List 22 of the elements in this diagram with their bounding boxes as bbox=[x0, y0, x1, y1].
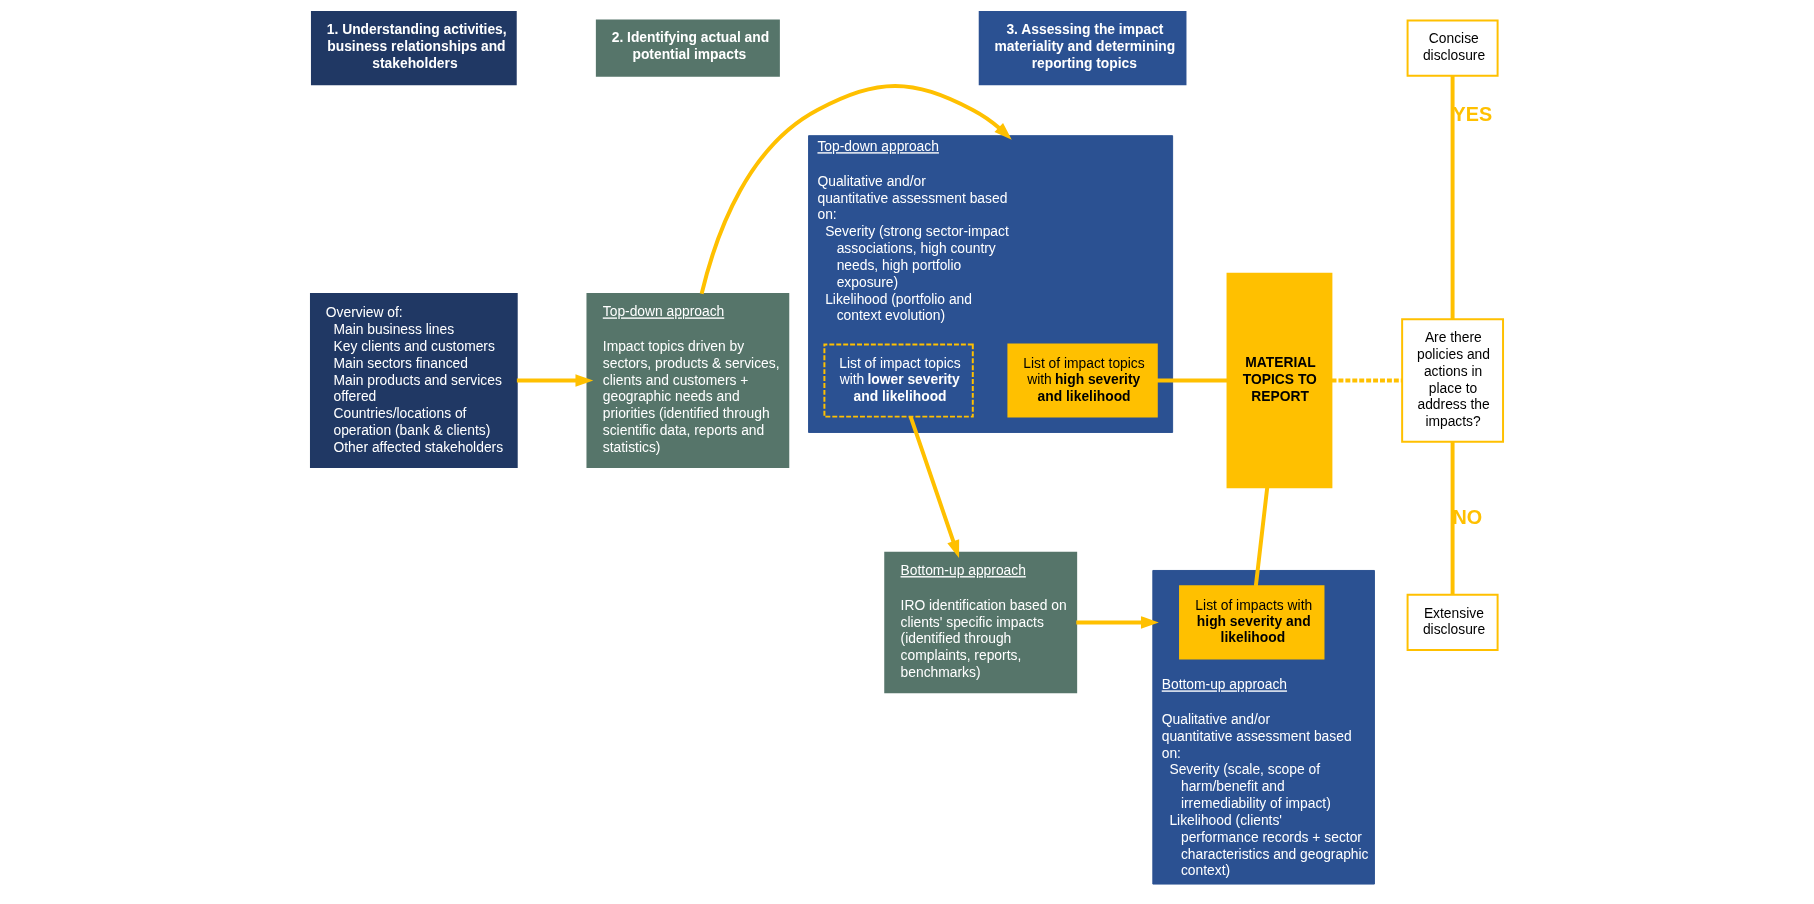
node-box: Extensive disclosure bbox=[1406, 593, 1499, 652]
node-box: MATERIAL TOPICS TO REPORT bbox=[1226, 272, 1333, 489]
node-box: Bottom-up approach IRO identification based on clients' specific impacts (identified through complaints, reports, benchmarks) bbox=[884, 551, 1078, 694]
node-box: List of impact topics with lower severity and likelihood bbox=[823, 343, 974, 418]
node-box: Are there policies and actions in place to address the impacts? bbox=[1401, 318, 1505, 443]
node-box: 3. Assessing the impact materiality and determining reporting topics bbox=[978, 11, 1187, 86]
node-box: Concise disclosure bbox=[1406, 19, 1499, 77]
node-box: List of impacts with high severity and likelihood bbox=[1179, 585, 1325, 660]
connector bbox=[1156, 378, 1228, 383]
connector bbox=[1331, 378, 1402, 383]
connector bbox=[1450, 442, 1455, 595]
node-box: 1. Understanding activities, business relationships and stakeholders bbox=[310, 11, 517, 86]
node-box: Overview of: Main business lines Key clients and customers Main sectors financed Main products and services offered Countries/locations of operation (bank & clients) Other affected stakeholders bbox=[309, 292, 518, 469]
connector bbox=[1450, 75, 1455, 320]
connector bbox=[1253, 487, 1270, 587]
arrow bbox=[1076, 616, 1159, 629]
node-box: Top-down approach Impact topics driven by sectors, products & services, clients and customers + geographic needs and priorities (identified through scientific data, reports and statistics) bbox=[586, 292, 790, 469]
arrow bbox=[908, 416, 960, 559]
node-box: 2. Identifying actual and potential impacts bbox=[595, 19, 780, 77]
node-box: List of impact topics with high severity and likelihood bbox=[1007, 343, 1158, 418]
arrow bbox=[699, 83, 1012, 295]
arrow bbox=[516, 374, 594, 387]
